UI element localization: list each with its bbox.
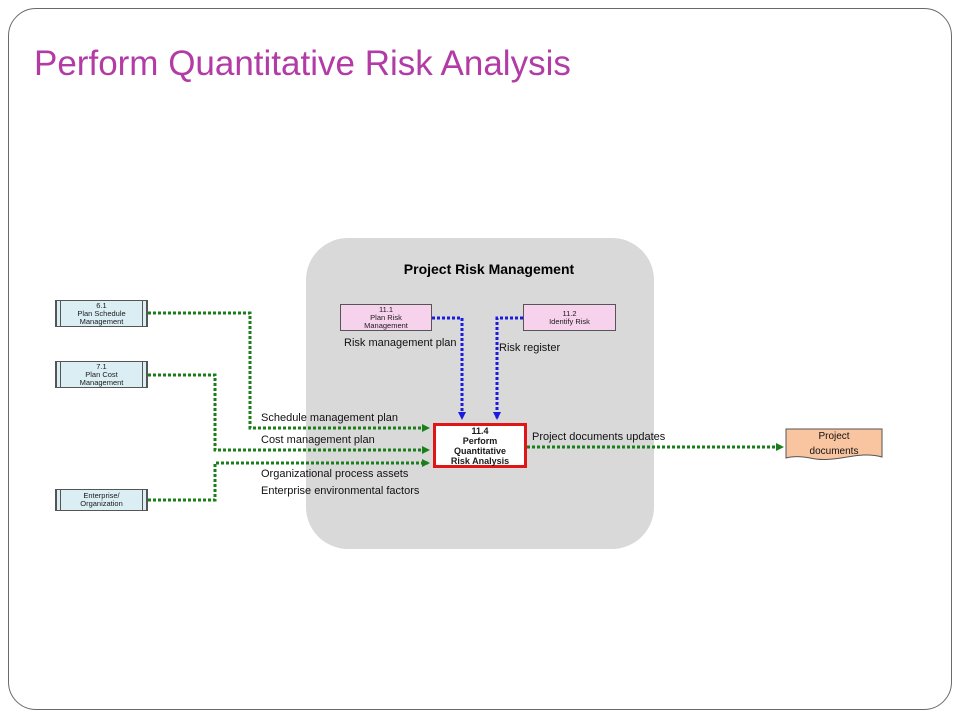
eef-label: Enterprise environmental factors xyxy=(261,485,420,497)
flow-risk-plan-arrow xyxy=(432,316,466,420)
output-document-label: Project documents xyxy=(809,431,859,457)
risk-management-plan-label: Risk management plan xyxy=(344,337,457,349)
main-process-name: Perform Quantitative Risk Analysis xyxy=(450,435,510,466)
process-number: 11.2 xyxy=(562,308,577,318)
document-shape xyxy=(785,428,883,460)
flow-schedule-arrow xyxy=(148,311,430,432)
input-name: Enterprise/ Organization xyxy=(80,491,123,508)
process-number: 11.1 xyxy=(378,304,394,314)
input-number: 7.1 xyxy=(96,361,107,371)
cost-plan-label: Cost management plan xyxy=(261,434,375,446)
opa-label: Organizational process assets xyxy=(261,468,409,480)
process-box-plan-risk: 11.1 Plan Risk Management xyxy=(340,304,432,331)
group-title: Project Risk Management xyxy=(403,261,575,277)
input-name: Plan Schedule Management xyxy=(77,308,126,326)
input-box-plan-schedule: 6.1 Plan Schedule Management xyxy=(55,300,148,327)
documents-updates-label: Project documents updates xyxy=(532,431,666,443)
process-name: Plan Risk Management xyxy=(364,312,408,330)
page-title: Perform Quantitative Risk Analysis xyxy=(34,44,571,83)
input-box-plan-cost: 7.1 Plan Cost Management xyxy=(55,361,148,388)
input-number: 6.1 xyxy=(96,300,107,310)
input-name: Plan Cost Management xyxy=(79,369,124,387)
flow-enterprise-arrow xyxy=(148,459,430,502)
main-process-box: 11.4 Perform Quantitative Risk Analysis xyxy=(433,423,527,468)
flow-risk-register-arrow xyxy=(493,316,523,420)
schedule-plan-label: Schedule management plan xyxy=(261,412,398,424)
process-name: Identify Risk xyxy=(549,316,590,326)
risk-register-label: Risk register xyxy=(499,342,561,354)
main-process-number: 11.4 xyxy=(471,425,489,436)
input-box-enterprise: Enterprise/ Organization xyxy=(55,489,148,511)
risk-management-group xyxy=(306,238,654,549)
process-box-identify-risk: 11.2 Identify Risk xyxy=(523,304,616,331)
